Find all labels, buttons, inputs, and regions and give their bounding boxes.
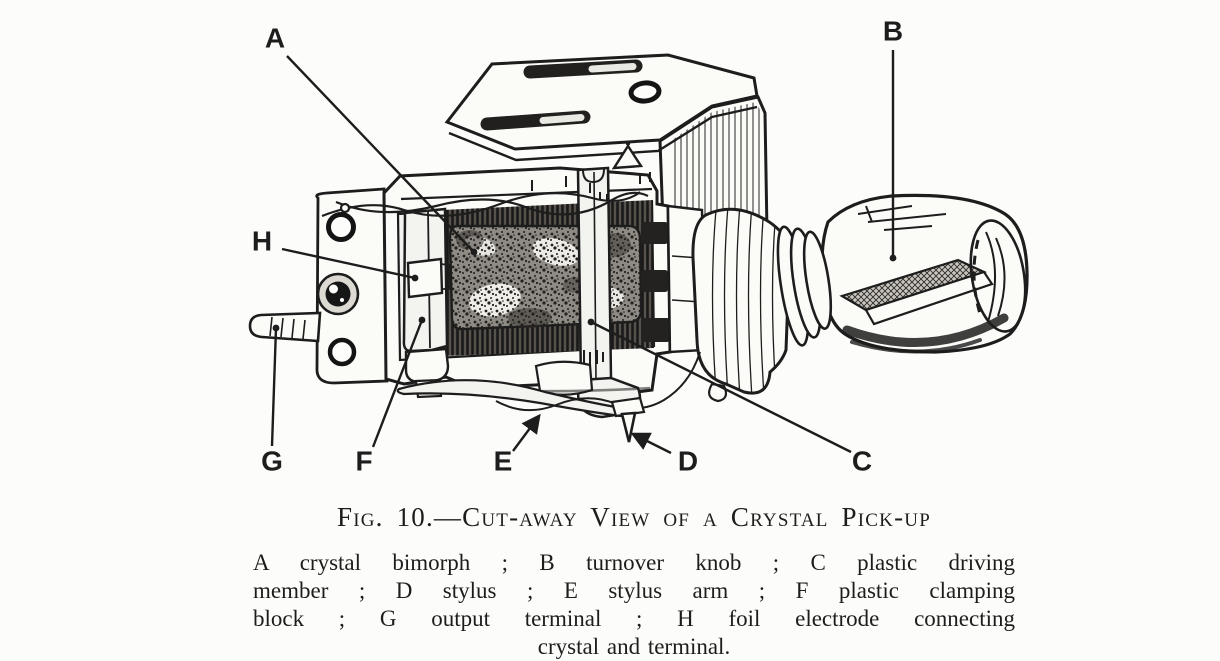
- knob-end-cap: [969, 219, 1027, 333]
- leader-dot-H: [411, 274, 419, 282]
- body-vent-slots: [641, 222, 670, 342]
- bracket-screw-hole: [628, 80, 662, 104]
- figure-cutaway-crystal-pickup: A B C D E F G H: [248, 16, 1029, 477]
- leader-line-A: [286, 55, 475, 253]
- collar-assembly: [691, 207, 792, 403]
- knob-shadow: [842, 313, 1009, 347]
- figure-caption-body: A crystal bimorph ; B turnover knob ; C …: [253, 549, 1015, 661]
- pivot-cone: [611, 143, 644, 170]
- leader-dot-G: [272, 324, 280, 332]
- knob-shadow-echo: [850, 338, 982, 354]
- part-label-B: B: [883, 16, 903, 262]
- part-letter-B: B: [883, 16, 903, 47]
- cap-grommet-glint: [340, 298, 344, 302]
- figure-caption-title: Fig. 10.—Cut-away View of a Crystal Pick…: [337, 502, 931, 532]
- part-label-F: F: [355, 316, 426, 477]
- part-label-D: D: [630, 432, 698, 477]
- stylus-arm: [396, 379, 631, 419]
- stylus-holder: [610, 396, 646, 418]
- part-label-E: E: [494, 413, 541, 477]
- part-letter-F: F: [355, 446, 372, 477]
- labels-layer: A B C D E F G H: [252, 16, 903, 477]
- part-letter-A: A: [265, 23, 285, 54]
- leader-line-D: [630, 432, 672, 455]
- thread-rings: [776, 225, 833, 347]
- ribbed-collar: [691, 207, 792, 395]
- output-terminal: [248, 311, 322, 343]
- stylus-needle: [620, 411, 637, 443]
- leader-line-C: [590, 320, 852, 454]
- part-letter-H: H: [252, 226, 272, 257]
- part-label-A: A: [265, 23, 478, 256]
- part-label-C: C: [587, 318, 872, 477]
- cap-grommet-highlight: [329, 284, 338, 294]
- part-letter-C: C: [852, 446, 872, 477]
- bracket-slot-front-highlight: [539, 114, 585, 124]
- caption-line-4: crystal and terminal.: [537, 634, 731, 659]
- housing-top-ledge: [400, 187, 653, 201]
- cap-hole-lower: [327, 337, 357, 367]
- leader-dot-C: [587, 318, 595, 326]
- part-label-G: G: [261, 324, 283, 477]
- part-letter-G: G: [261, 446, 283, 477]
- cap-hole-upper: [326, 212, 356, 242]
- leader-dot-B: [889, 254, 897, 262]
- connecting-wires: [321, 191, 649, 218]
- bracket-plate-thickness-edge: [448, 105, 758, 162]
- leader-line-H: [281, 247, 416, 280]
- knob-chamfer-edge: [864, 270, 994, 326]
- pivot-tip: [625, 141, 631, 146]
- bracket-slot-rear-highlight: [588, 63, 637, 73]
- leader-dot-F: [418, 316, 426, 324]
- leader-line-E: [512, 413, 541, 452]
- figure-caption: Fig. 10.—Cut-away View of a Crystal Pick…: [253, 502, 1015, 661]
- knob-sheen: [857, 205, 947, 231]
- crystal-bimorph: [448, 224, 643, 331]
- foil-electrode: [406, 257, 450, 299]
- cap-grommet-inner: [325, 281, 351, 307]
- caption-line-2: member ; D stylus ; E stylus arm ; F pla…: [253, 578, 1015, 603]
- leader-dot-A: [470, 248, 478, 256]
- part-letter-D: D: [678, 446, 698, 477]
- turnover-knob: [820, 193, 1029, 354]
- leader-line-F: [371, 319, 424, 448]
- leader-line-G: [270, 327, 278, 447]
- part-label-H: H: [252, 226, 419, 282]
- stylus-assembly: [396, 351, 701, 443]
- caption-line-1: A crystal bimorph ; B turnover knob ; C …: [253, 550, 1015, 575]
- collar-ribs: [711, 209, 777, 394]
- part-letter-E: E: [494, 446, 513, 477]
- caption-line-3: block ; G output terminal ; H foil elect…: [253, 606, 1015, 631]
